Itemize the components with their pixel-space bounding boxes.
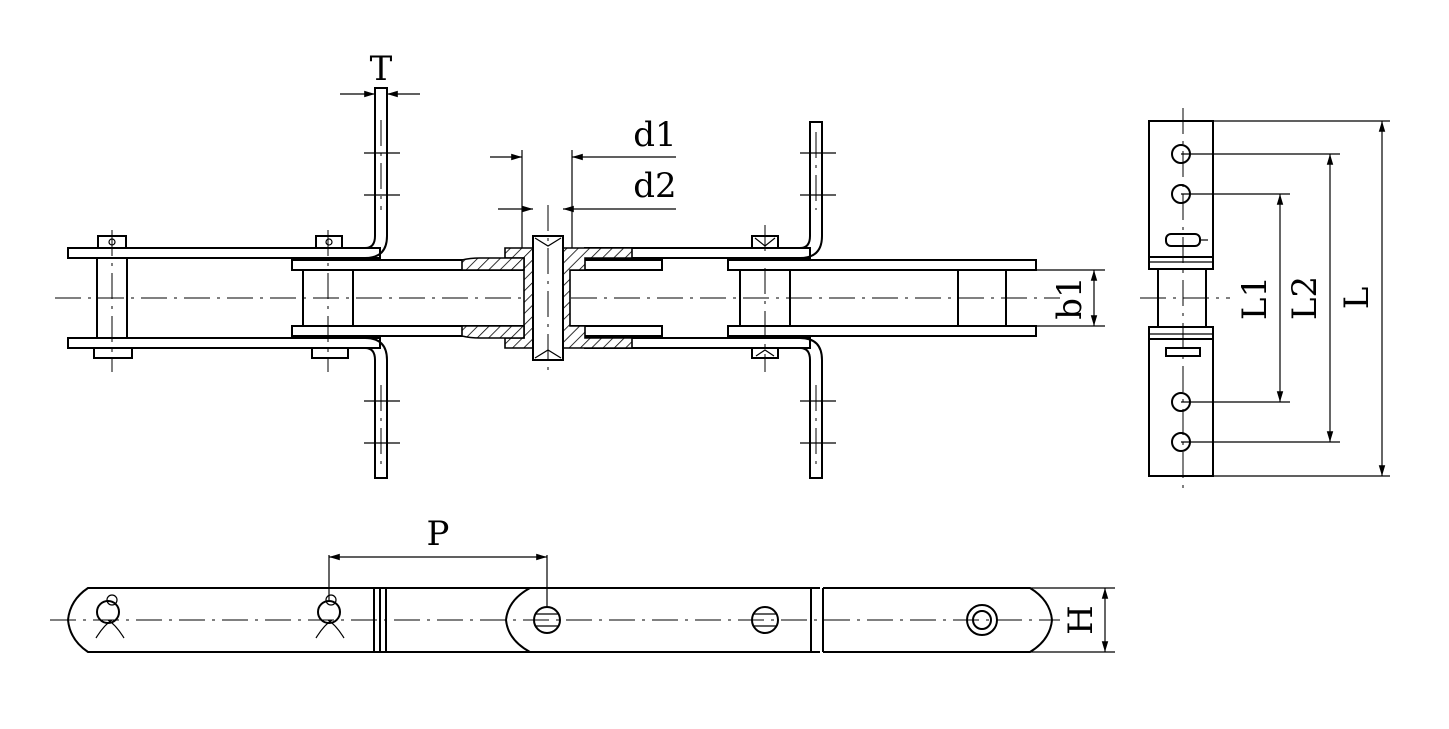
pin-head-2: [315, 235, 343, 249]
top-view: T d1 d2 b1: [55, 49, 1105, 479]
hatched-plate-bottom: [461, 325, 525, 339]
side-pin-2: [751, 606, 779, 634]
dim-label-L: L: [1337, 287, 1377, 310]
pin-foot-left: [93, 347, 133, 359]
dim-label-H: H: [1061, 605, 1101, 635]
dim-label-L2: L2: [1285, 276, 1325, 320]
dim-label-T: T: [370, 49, 393, 89]
hatched-plate-top: [461, 257, 525, 271]
end-view: L1 L2 L: [1140, 108, 1390, 492]
pin-foot-3: [751, 347, 779, 359]
end-view-plate-top: [1148, 256, 1214, 270]
end-view-attachment-bottom: [1148, 338, 1214, 477]
inner-plate-bottom-right: [727, 325, 1037, 337]
attachment-top-right: [780, 121, 823, 259]
dim-label-d2: d2: [633, 166, 676, 206]
attachment-bottom-right: [780, 337, 823, 479]
end-view-pin-foot: [1165, 347, 1201, 357]
side-link-3: [823, 587, 1054, 653]
side-roller: [966, 604, 998, 636]
dim-label-L1: L1: [1235, 276, 1275, 320]
inner-plate-top-right: [727, 259, 1037, 271]
dim-label-d1: d1: [633, 115, 676, 155]
cotter-pin-1: [95, 619, 125, 639]
dim-label-b1: b1: [1050, 276, 1090, 319]
bushing-4: [957, 269, 1007, 327]
cotter-pin-2: [315, 619, 345, 639]
attachment-top-left: [340, 87, 388, 259]
outer-plate-bottom-left: [67, 337, 381, 349]
pin-head-3: [751, 235, 779, 249]
end-view-attachment-top: [1148, 120, 1214, 258]
side-link-2-left-end: [504, 587, 531, 653]
pin-foot-2: [311, 347, 349, 359]
side-link-1: [66, 587, 381, 653]
side-view: P H: [50, 514, 1115, 653]
pin-head-left: [97, 235, 127, 249]
end-view-plate-bottom: [1148, 326, 1214, 340]
attachment-bottom-left: [340, 337, 388, 479]
dim-label-P: P: [427, 514, 450, 554]
outer-plate-top-left: [67, 247, 381, 259]
